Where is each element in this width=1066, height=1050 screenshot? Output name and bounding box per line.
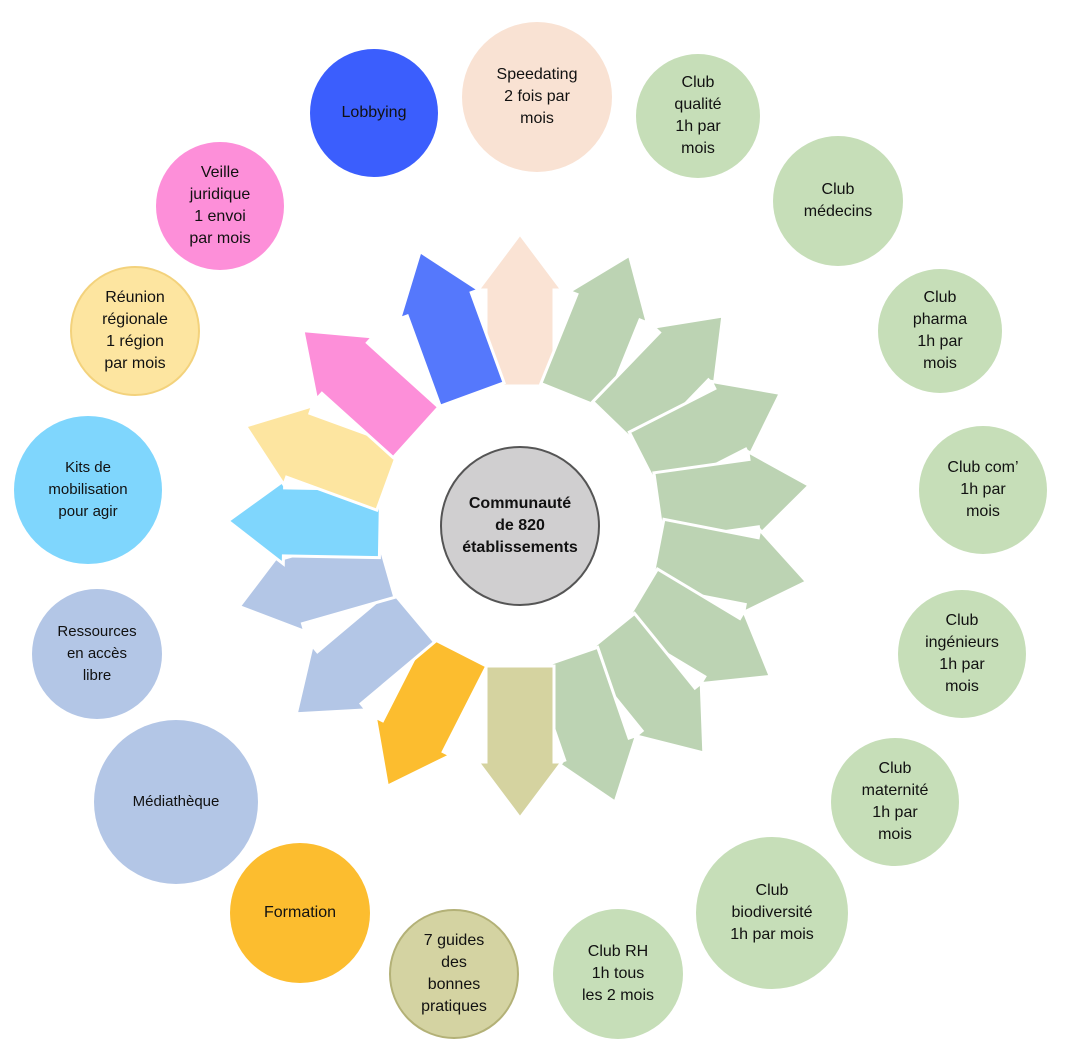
arrow-guides (475, 664, 565, 821)
node-reunion: Réunion régionale 1 région par mois (70, 266, 200, 396)
node-reunion-label: Réunion régionale 1 région par mois (102, 289, 168, 372)
node-lobbying-label: Lobbying (341, 104, 407, 121)
node-mediatheque-label: Médiathèque (132, 793, 220, 810)
node-lobbying: Lobbying (310, 49, 438, 177)
node-club-pharma-label: Club pharma 1h par mois (912, 289, 968, 372)
node-club-rh-label: Club RH 1h tous les 2 mois (581, 943, 655, 1004)
arrow-lobbying (397, 249, 507, 409)
node-guides-label: 7 guides des bonnes pratiques (421, 932, 487, 1015)
node-club-ingenieurs-label: Club ingénieurs 1h par mois (925, 612, 999, 695)
node-formation-label: Formation (263, 904, 337, 921)
node-formation: Formation (230, 843, 370, 983)
node-ressources-label: Ressources en accès libre (57, 623, 137, 684)
node-guides: 7 guides des bonnes pratiques (389, 909, 519, 1039)
node-club-qualite-label: Club qualité 1h par mois (674, 74, 722, 157)
node-club-pharma: Club pharma 1h par mois (878, 269, 1002, 393)
node-club-rh: Club RH 1h tous les 2 mois (553, 909, 683, 1039)
node-club-biodiversite: Club biodiversité 1h par mois (696, 837, 848, 989)
node-club-medecins: Club médecins (773, 136, 903, 266)
node-club-maternite-label: Club maternité 1h par mois (861, 760, 929, 843)
node-club-com-label: Club com’ 1h par mois (947, 459, 1019, 520)
node-club-ingenieurs: Club ingénieurs 1h par mois (898, 590, 1026, 718)
node-club-maternite: Club maternité 1h par mois (831, 738, 959, 866)
arrow-veille (301, 328, 441, 460)
node-mediatheque: Médiathèque (94, 720, 258, 884)
node-club-biodiversite-label: Club biodiversité 1h par mois (730, 882, 814, 943)
node-kits-label: Kits de mobilisation pour agir (48, 459, 128, 520)
node-speedating: Speedating 2 fois par mois (462, 22, 612, 172)
node-ressources: Ressources en accès libre (32, 589, 162, 719)
node-veille-label: Veille juridique 1 envoi par mois (189, 164, 251, 247)
node-speedating-label: Speedating 2 fois par mois (496, 66, 578, 127)
node-club-com: Club com’ 1h par mois (919, 426, 1047, 554)
node-kits: Kits de mobilisation pour agir (14, 416, 162, 564)
center-hub-label: Communauté de 820 établissements (462, 495, 578, 556)
center-hub: Communauté de 820 établissements (440, 446, 600, 606)
node-veille: Veille juridique 1 envoi par mois (156, 142, 284, 270)
node-club-medecins-label: Club médecins (803, 181, 873, 220)
node-club-qualite: Club qualité 1h par mois (636, 54, 760, 178)
